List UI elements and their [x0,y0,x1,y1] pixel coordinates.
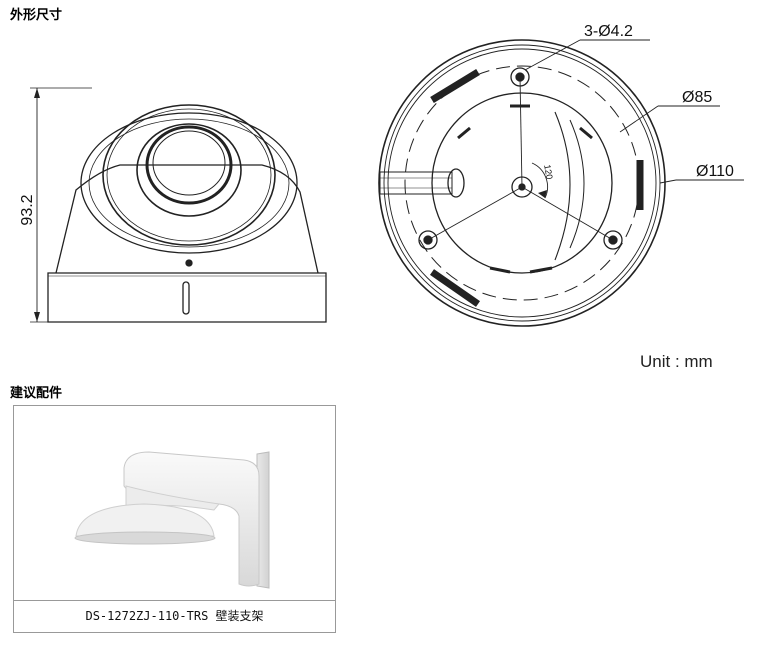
height-dimension-label: 93.2 [19,194,36,225]
accessory-card: DS-1272ZJ-110-TRS 壁装支架 [13,405,336,633]
hole-dimension-label: 3-Ø4.2 [584,23,633,40]
wall-mount-bracket-image [74,451,270,589]
accessory-caption: DS-1272ZJ-110-TRS 壁装支架 [14,600,335,632]
bottom-view-drawing: 3-Ø4.2 Ø85 Ø110 120 [378,23,744,327]
unit-label: Unit : mm [640,352,713,371]
outer-diameter-label: Ø110 [696,163,734,180]
dimensions-heading: 外形尺寸 [10,8,63,23]
accessories-heading: 建议配件 [10,386,63,401]
side-view-drawing: 93.2 [19,87,327,323]
angle-label: 120 [542,164,554,181]
inner-diameter-label: Ø85 [682,89,712,106]
